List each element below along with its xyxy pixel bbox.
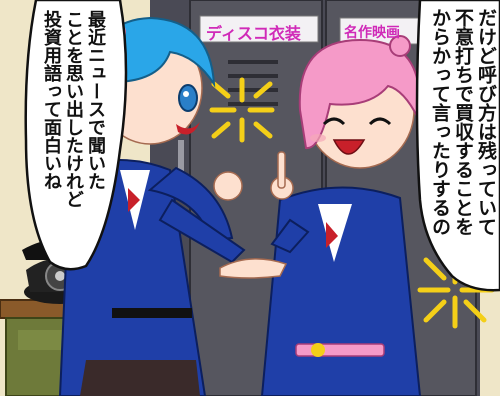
starburst-center [209,77,275,143]
speech-left-line-1: 最近ニュースで聞いた [85,10,106,190]
sign-left-board [199,15,319,43]
speech-right-line-1: だけど呼び方は残っていて [475,8,497,236]
speech-bubble-right-shape [415,0,500,292]
sign-disco-costume: ディスコ衣装 [206,24,301,43]
speech-right-line-2: 不意打ちで買収することを [452,8,474,236]
speech-left-line-2: ことを思い出したけれど [63,10,84,208]
pink-haired-girl [219,35,422,396]
speech-bubble-left: 最近ニュースで聞いた ことを思い出したけれど 投資用語って面白いね [40,10,106,208]
speech-bubble-left-shape [24,0,128,271]
sign-classic-movie: 名作映画 [344,25,400,41]
speech-right-line-3: からかって言ったりするの [429,8,451,236]
speech-bubble-right: だけど呼び方は残っていて 不意打ちで買収することを からかって言ったりするの [428,8,497,236]
speech-left-line-3: 投資用語って面白いね [41,10,62,190]
